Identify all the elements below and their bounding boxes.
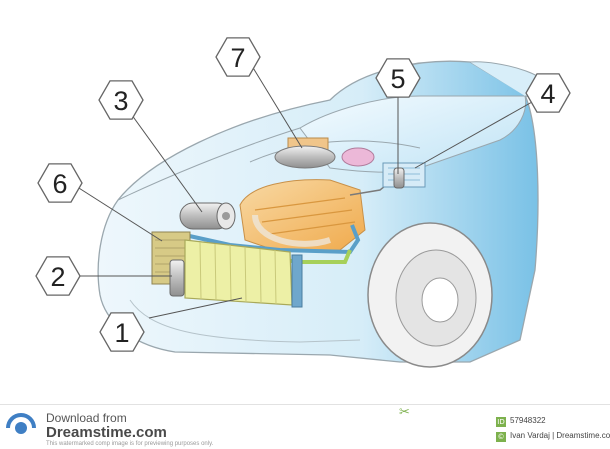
image-id: 57948322 [510,416,546,425]
car-ac-diagram: 1 2 3 4 5 6 7 [35,37,571,368]
callout-hexagon [525,73,571,113]
id-badge-icon: ID [496,417,506,427]
watermark-note: This watermarked comp image is for previ… [46,441,214,447]
callout-number: 6 [52,169,67,199]
condenser [184,239,303,308]
download-label: Download from [46,411,127,425]
callout-leaders [70,65,549,319]
callout-4: 4 [525,73,571,113]
callout-number: 4 [540,79,555,109]
callout-number: 2 [50,262,65,292]
callout-5: 5 [375,58,421,98]
callout-hexagon [375,58,421,98]
expansion-valve [393,167,405,189]
engine [239,179,366,253]
callout-hexagon [98,80,144,120]
compressor [179,202,236,230]
copyright-icon: © [496,432,506,442]
dreamstime-logo-icon [4,411,38,445]
callout-1: 1 [99,312,145,352]
watermark-footer: Download from Dreamstime.com This waterm… [0,404,610,449]
site-name: Dreamstime.com [46,424,167,441]
callout-hexagon [37,163,83,203]
callout-hexagon [35,256,81,296]
callout-group: 1 2 3 4 5 6 7 [35,37,571,352]
front-wheel [367,222,493,368]
callout-number: 1 [114,318,129,348]
callout-hexagon [215,37,261,77]
callout-7: 7 [215,37,261,77]
image-credit: Ivan Vardaj | Dreamstime.com [510,431,610,440]
callout-2: 2 [35,256,81,296]
callout-3: 3 [98,80,144,120]
callout-hexagon [99,312,145,352]
callout-number: 7 [230,43,245,73]
callout-number: 5 [390,64,405,94]
callout-number: 3 [113,86,128,116]
receiver-drier [169,259,185,297]
scissors-icon: ✂ [399,405,410,420]
callout-6: 6 [37,163,83,203]
